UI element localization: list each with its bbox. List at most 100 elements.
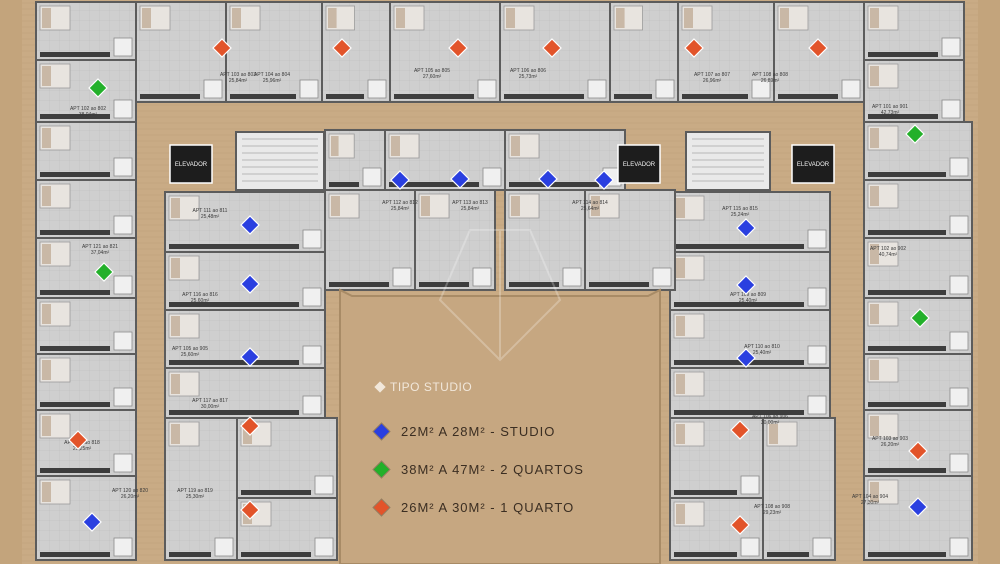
bathroom-icon <box>113 99 133 119</box>
unit-area: 30,00m² <box>201 404 220 410</box>
unit-area: 25,40m² <box>739 298 758 304</box>
legend-item-studio: 22M² A 28M² - STUDIO <box>373 423 556 440</box>
bathroom-icon <box>362 167 382 187</box>
bathroom-icon <box>113 453 133 473</box>
apartment-unit <box>669 191 831 253</box>
orange-unit-marker <box>68 430 88 450</box>
bathroom-icon <box>949 215 969 235</box>
unit-area: 25,84m² <box>461 206 480 212</box>
bathroom-icon <box>302 345 322 365</box>
kitchen-counter-icon <box>868 114 938 119</box>
apartment-unit <box>35 237 137 299</box>
unit-area: 38,04m² <box>79 112 98 118</box>
apartment-unit <box>321 1 391 103</box>
apartment-unit <box>863 1 965 61</box>
apartment-unit <box>863 353 973 411</box>
kitchen-counter-icon <box>674 360 804 365</box>
legend-item-label: 22M² A 28M² - STUDIO <box>401 424 556 439</box>
kitchen-counter-icon <box>40 552 110 557</box>
kitchen-counter-icon <box>778 94 838 99</box>
blue-unit-marker <box>240 215 260 235</box>
courtyard <box>339 288 661 564</box>
apartment-units <box>35 1 973 561</box>
legend-title: TIPO STUDIO <box>374 380 473 394</box>
bathroom-icon <box>113 387 133 407</box>
unit-area: 26,20m² <box>881 442 900 448</box>
bathroom-icon <box>113 537 133 557</box>
elevator-label: ELEVADOR <box>623 162 656 168</box>
unit-label: APT 119 ao 819 <box>177 488 213 494</box>
apartment-unit <box>35 1 137 61</box>
apartment-unit <box>324 129 386 191</box>
bathroom-icon <box>113 157 133 177</box>
unit-label: APT 102 ao 802 <box>70 106 106 112</box>
legend-title-text: TIPO STUDIO <box>390 380 473 394</box>
kitchen-counter-icon <box>868 552 946 557</box>
bathroom-icon <box>841 79 861 99</box>
kitchen-counter-icon <box>674 244 804 249</box>
orange-unit-marker <box>212 38 232 58</box>
orange-unit-marker <box>240 500 260 520</box>
unit-label: APT 110 ao 810 <box>744 344 780 350</box>
kitchen-counter-icon <box>509 182 599 187</box>
unit-area: 29,23m² <box>763 510 782 516</box>
kitchen-counter-icon <box>326 94 364 99</box>
bathroom-icon <box>392 267 412 287</box>
unit-area: 25,84m² <box>229 78 248 84</box>
unit-label: APT 108 ao 908 <box>754 504 790 510</box>
kitchen-counter-icon <box>674 410 804 415</box>
apartment-unit <box>35 409 137 477</box>
apartment-unit <box>35 475 137 561</box>
unit-label: APT 121 ao 821 <box>82 244 118 250</box>
bathroom-icon <box>807 229 827 249</box>
bathroom-icon <box>562 267 582 287</box>
kitchen-counter-icon <box>40 290 110 295</box>
apartment-unit <box>863 179 973 239</box>
unit-label: APT 108 ao 808 <box>752 72 788 78</box>
kitchen-counter-icon <box>589 282 649 287</box>
kitchen-counter-icon <box>394 94 474 99</box>
kitchen-counter-icon <box>419 282 469 287</box>
unit-label: APT 111 ao 811 <box>193 208 228 214</box>
apartment-unit <box>863 475 973 561</box>
unit-label: APT 101 ao 901 <box>872 104 908 110</box>
apartment-unit <box>35 353 137 411</box>
bathroom-icon <box>472 267 492 287</box>
blue-unit-marker <box>736 218 756 238</box>
bathroom-icon <box>949 453 969 473</box>
green-unit-marker <box>910 308 930 328</box>
elevator-label: ELEVADOR <box>175 162 208 168</box>
blue-unit-marker <box>736 275 756 295</box>
bathroom-icon <box>949 275 969 295</box>
unit-area: 25,30m² <box>186 494 205 500</box>
bathroom-icon <box>941 99 961 119</box>
kitchen-counter-icon <box>140 94 200 99</box>
apartment-unit <box>35 297 137 355</box>
kitchen-counter-icon <box>504 94 584 99</box>
green-diamond-icon <box>373 461 390 478</box>
orange-unit-marker <box>730 420 750 440</box>
kitchen-counter-icon <box>169 302 299 307</box>
unit-label: APT 113 ao 813 <box>452 200 488 206</box>
unit-area: 25,73m² <box>519 74 538 80</box>
bathroom-icon <box>113 215 133 235</box>
bathroom-icon <box>482 167 502 187</box>
kitchen-counter-icon <box>40 402 110 407</box>
bathroom-icon <box>740 475 760 495</box>
apartment-unit <box>164 191 326 253</box>
kitchen-counter-icon <box>40 114 110 119</box>
apartment-unit <box>164 367 326 419</box>
bathroom-icon <box>949 537 969 557</box>
kitchen-counter-icon <box>241 552 311 557</box>
kitchen-counter-icon <box>868 230 946 235</box>
kitchen-counter-icon <box>674 302 804 307</box>
bathroom-icon <box>652 267 672 287</box>
bathroom-icon <box>314 537 334 557</box>
bathroom-icon <box>949 387 969 407</box>
kitchen-counter-icon <box>169 244 299 249</box>
unit-area: 27,60m² <box>423 74 442 80</box>
bathroom-icon <box>941 37 961 57</box>
bathroom-icon <box>477 79 497 99</box>
